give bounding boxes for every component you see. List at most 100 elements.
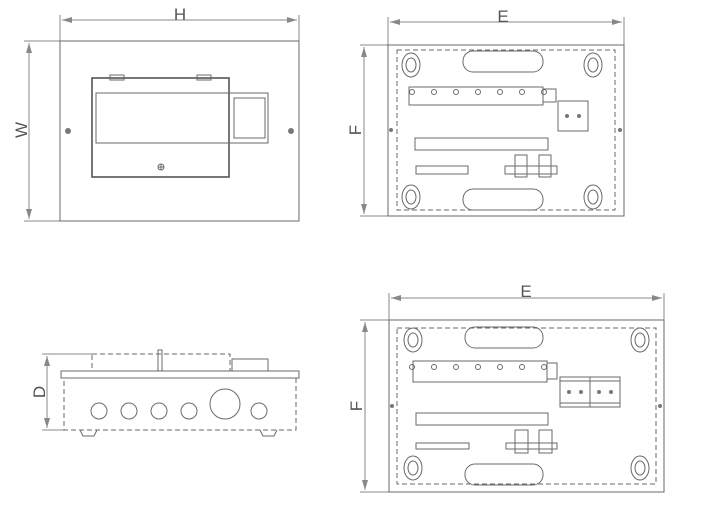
drawing-line: [658, 404, 662, 408]
drawing-line: [180, 402, 198, 420]
drawing-line: [26, 43, 32, 53]
keyhole-icon: [583, 184, 603, 210]
drawing-line: [120, 402, 138, 420]
knockout-holes: [90, 388, 268, 420]
drawing-line: [514, 154, 528, 178]
drawing-line: [630, 455, 650, 481]
door-profile: [91, 353, 231, 372]
drawing-line: [403, 327, 423, 353]
side-view: D: [30, 349, 300, 437]
drawing-line: [389, 128, 393, 132]
front-view: H W: [12, 5, 300, 222]
drawing-line: [618, 128, 622, 132]
drawing-line: [634, 460, 646, 476]
drawing-line: [79, 429, 98, 437]
drawing-line: [565, 114, 569, 118]
drawing-line: [250, 402, 268, 420]
dimension-label-e: E: [497, 7, 508, 26]
backplate-view-bottom: E F: [347, 282, 665, 493]
keyhole-icon: [401, 184, 421, 210]
drawing-line: [542, 88, 557, 103]
terminal-block: [415, 165, 469, 175]
dimension-label-e: E: [520, 282, 531, 301]
drawing-line: [62, 17, 72, 23]
drawing-line: [287, 17, 297, 23]
drawing-line: [362, 480, 368, 490]
drawing-line: [231, 358, 269, 372]
drawing-line: [26, 209, 32, 219]
drawing-line: [634, 332, 646, 348]
breaker-window: [95, 92, 269, 144]
drawing-line: [44, 356, 50, 366]
keyhole-icon: [403, 455, 423, 481]
hinge: [109, 74, 125, 81]
drawing-line: [409, 364, 415, 370]
breaker: [557, 100, 589, 132]
drawing-line: [409, 364, 547, 370]
drawing-line: [405, 189, 417, 205]
backplate-view-top: E F: [346, 7, 625, 217]
drawing-line: [361, 47, 367, 57]
drawing-line: [396, 49, 616, 211]
drawing-line: [519, 364, 525, 370]
drawing-line: [259, 429, 278, 437]
drawing-line: [407, 460, 419, 476]
screw-icon: [65, 128, 71, 134]
drawing-line: [652, 295, 662, 301]
drawing-line: [497, 89, 503, 95]
neutral-bar: [415, 412, 549, 426]
dimension-label-w: W: [12, 122, 31, 138]
drawing-line: [583, 184, 603, 210]
drawing-line: [409, 89, 415, 95]
drawing-line: [387, 44, 625, 217]
drawing-line: [546, 362, 558, 380]
drawing-line: [390, 19, 400, 25]
cable-slot: [462, 188, 544, 211]
drawing-line: [431, 364, 437, 370]
terminal-block: [415, 442, 470, 450]
drawing-line: [396, 327, 657, 485]
drawing-line: [401, 52, 421, 78]
lock-icon: [157, 163, 165, 171]
neutral-bar: [414, 137, 549, 151]
drawing-line: [577, 114, 581, 118]
drawing-line: [514, 429, 529, 454]
drawing-line: [609, 390, 613, 394]
enclosure-body: [63, 377, 297, 431]
drawing-line: [362, 322, 368, 332]
drawing-line: [60, 370, 300, 379]
screw-icon: [288, 128, 294, 134]
dimension-label-h: H: [174, 5, 186, 24]
drawing-line: [475, 89, 481, 95]
drawing-line: [541, 364, 547, 370]
drawing-line: [541, 89, 547, 95]
drawing-line: [403, 455, 423, 481]
drawing-line: [391, 295, 401, 301]
cable-slot: [464, 326, 544, 349]
enclosure-front: [59, 40, 300, 222]
terminal-block: [504, 165, 558, 175]
keyhole-icon: [401, 52, 421, 78]
drawing-line: [209, 388, 241, 420]
drawing-line: [388, 319, 665, 493]
door: [91, 77, 230, 178]
drawing-line: [44, 418, 50, 428]
drawing-line: [538, 154, 552, 178]
cable-slot: [462, 50, 544, 73]
keyhole-icon: [583, 52, 603, 78]
drawing-line: [538, 429, 553, 454]
drawing-line: [497, 364, 503, 370]
drawing-line: [579, 390, 583, 394]
drawing-line: [405, 57, 417, 73]
hinge: [196, 74, 212, 81]
drawing-line: [150, 402, 168, 420]
breaker-cutout: [233, 97, 266, 139]
drawing-line: [409, 89, 547, 95]
drawing-line: [90, 402, 108, 420]
dimension-label-f: F: [347, 401, 366, 411]
keyhole-icon: [630, 455, 650, 481]
drawing-line: [361, 204, 367, 214]
drawing-line: [583, 52, 603, 78]
drawing-line: [390, 404, 394, 408]
drawing-line: [567, 390, 571, 394]
